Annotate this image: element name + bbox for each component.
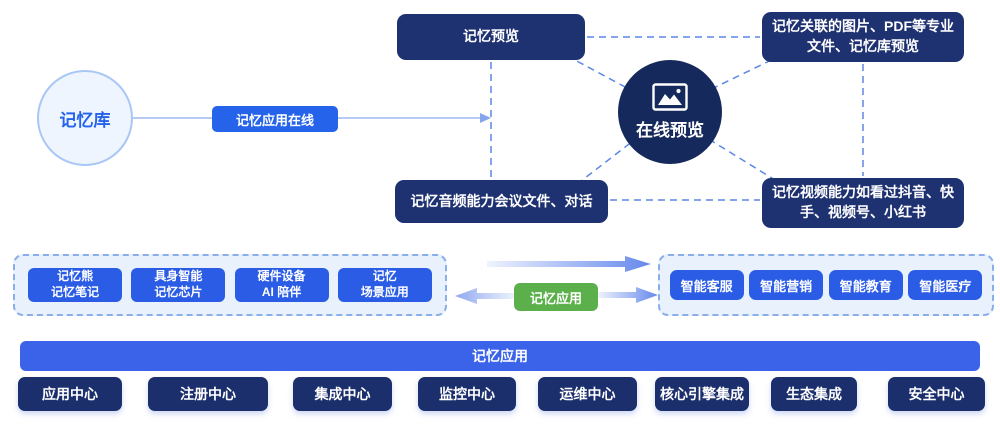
scenario-item-line2: AI 陪伴 (261, 285, 302, 299)
industry-item-label: 智能教育 (839, 278, 892, 294)
industry-item-education: 智能教育 (828, 270, 903, 300)
center-operations: 运维中心 (538, 377, 637, 411)
center-core-engine: 核心引擎集成 (655, 377, 749, 411)
industry-item-medical: 智能医疗 (908, 270, 983, 300)
center-label: 核心引擎集成 (660, 386, 744, 402)
memory-library-label: 记忆库 (59, 110, 111, 130)
center-label: 安全中心 (908, 386, 965, 402)
scenario-item-embodied-ai: 具身智能 记忆芯片 (131, 268, 226, 302)
center-label: 监控中心 (439, 386, 495, 402)
industry-item-label: 智能营销 (760, 278, 813, 294)
scenario-item-line1: 记忆 (372, 269, 397, 284)
right-arrow-icon (487, 256, 651, 272)
center-ecosystem: 生态集成 (771, 377, 857, 411)
connector-lines (130, 36, 864, 201)
related-files-line2: 文件、记忆库预览 (807, 38, 919, 54)
memory-app-online-label: 记忆应用在线 (235, 112, 314, 128)
video-capability-node: 记忆视频能力如看过抖音、快 手、视频号、小红书 (762, 178, 964, 228)
memory-app-hub-label: 记忆应用 (529, 290, 582, 306)
center-app: 应用中心 (18, 377, 122, 411)
center-label: 注册中心 (180, 386, 236, 402)
memory-preview-node: 记忆预览 (397, 14, 585, 60)
memory-app-online-node: 记忆应用在线 (212, 106, 338, 132)
scenario-item-memory-bear: 记忆熊 记忆笔记 (28, 268, 123, 302)
industry-item-customer-service: 智能客服 (669, 270, 744, 300)
scenario-item-line2: 记忆笔记 (51, 285, 100, 299)
center-registry: 注册中心 (148, 377, 268, 411)
scenario-item-memory-scene: 记忆 场景应用 (337, 268, 432, 302)
industry-container: 智能客服 智能营销 智能教育 智能医疗 (658, 254, 994, 316)
video-capability-line1: 记忆视频能力如看过抖音、快 (772, 184, 954, 201)
memory-library-node: 记忆库 (37, 70, 133, 166)
scenario-item-line2: 记忆芯片 (154, 285, 203, 299)
center-label: 应用中心 (42, 386, 98, 402)
industry-item-label: 智能客服 (680, 278, 733, 294)
scenario-item-line1: 记忆熊 (57, 269, 94, 284)
center-label: 集成中心 (314, 386, 371, 402)
video-capability-line2: 手、视频号、小红书 (800, 204, 926, 220)
scenario-item-line1: 具身智能 (154, 269, 203, 284)
left-arrow-icon (455, 288, 515, 304)
audio-capability-node: 记忆音频能力会议文件、对话 (395, 180, 608, 223)
scenario-item-line2: 场景应用 (360, 285, 409, 299)
scenario-item-hardware-ai: 硬件设备 AI 陪伴 (234, 268, 329, 302)
scenario-item-line1: 硬件设备 (257, 269, 306, 284)
online-preview-label: 在线预览 (636, 121, 704, 140)
scenario-container: 记忆熊 记忆笔记 具身智能 记忆芯片 硬件设备 AI 陪伴 记忆 场景应用 (13, 254, 447, 316)
memory-app-bar-label: 记忆应用 (472, 348, 528, 364)
center-security: 安全中心 (888, 377, 985, 411)
related-files-line1: 记忆关联的图片、PDF等专业 (772, 18, 954, 35)
memory-app-hub-node: 记忆应用 (514, 283, 598, 311)
memory-app-bar: 记忆应用 (20, 341, 980, 371)
industry-item-label: 智能医疗 (919, 278, 972, 294)
industry-item-marketing: 智能营销 (749, 270, 824, 300)
right-arrow-icon (598, 287, 658, 303)
center-label: 生态集成 (786, 386, 842, 402)
image-icon (652, 83, 688, 111)
memory-preview-label: 记忆预览 (463, 28, 519, 45)
center-monitoring: 监控中心 (418, 377, 516, 411)
related-files-node: 记忆关联的图片、PDF等专业 文件、记忆库预览 (762, 12, 964, 62)
audio-capability-label: 记忆音频能力会议文件、对话 (410, 192, 593, 209)
center-integration: 集成中心 (293, 377, 392, 411)
online-preview-node: 在线预览 (618, 60, 722, 164)
center-label: 运维中心 (559, 386, 616, 402)
